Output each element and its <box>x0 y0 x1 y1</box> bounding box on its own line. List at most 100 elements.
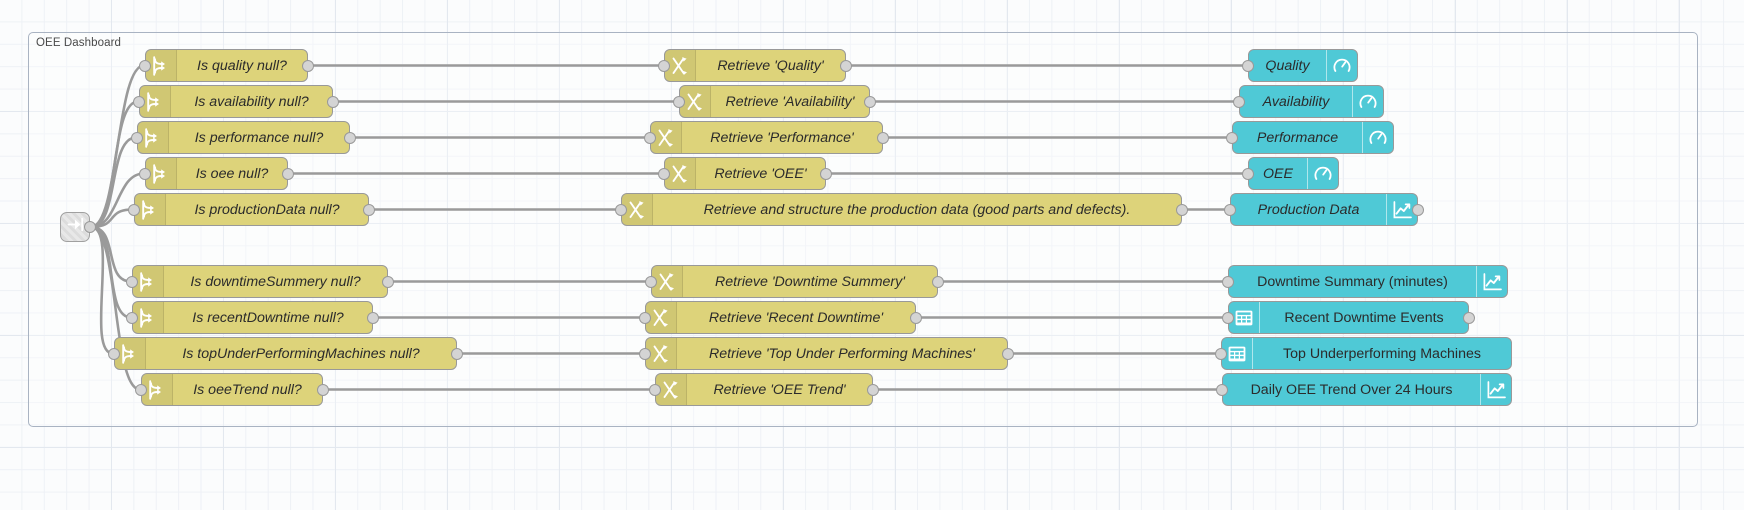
switch-node-oeeTrend[interactable]: Is oeeTrend null? <box>135 373 329 406</box>
ui-node-label-availability: Availability <box>1262 93 1330 110</box>
link-in-output-port[interactable] <box>84 221 96 233</box>
switch-node-input-port-oeeTrend[interactable] <box>135 383 147 396</box>
change-node-output-port-oeeTrend[interactable] <box>867 383 879 396</box>
switch-node-output-port-recentDowntime[interactable] <box>367 311 379 324</box>
change-node-productionData[interactable]: Retrieve and structure the production da… <box>615 193 1188 226</box>
switch-icon <box>133 266 164 297</box>
ui-node-input-port-productionData[interactable] <box>1224 203 1236 216</box>
switch-node-input-port-availability[interactable] <box>133 95 145 108</box>
switch-node-productionData[interactable]: Is productionData null? <box>128 193 375 226</box>
switch-icon <box>133 302 164 333</box>
change-node-input-port-performance[interactable] <box>644 131 656 144</box>
switch-node-topUnderPerformingMachines[interactable]: Is topUnderPerformingMachines null? <box>108 337 463 370</box>
change-node-output-port-productionData[interactable] <box>1176 203 1188 216</box>
change-node-input-port-oee[interactable] <box>658 167 670 180</box>
switch-node-recentDowntime[interactable]: Is recentDowntime null? <box>126 301 379 334</box>
switch-node-downtimeSummery[interactable]: Is downtimeSummery null? <box>126 265 394 298</box>
change-icon <box>656 374 687 405</box>
switch-node-oee[interactable]: Is oee null? <box>139 157 294 190</box>
ui-node-topUnderPerformingMachines[interactable]: Top Underperforming Machines <box>1215 337 1512 370</box>
switch-node-output-port-quality[interactable] <box>302 59 314 72</box>
change-node-output-port-downtimeSummery[interactable] <box>932 275 944 288</box>
change-node-output-port-performance[interactable] <box>877 131 889 144</box>
change-node-output-port-oee[interactable] <box>820 167 832 180</box>
switch-node-input-port-performance[interactable] <box>131 131 143 144</box>
change-node-input-port-quality[interactable] <box>658 59 670 72</box>
change-icon <box>646 338 677 369</box>
ui-node-input-port-oeeTrend[interactable] <box>1216 383 1228 396</box>
switch-icon <box>115 338 146 369</box>
change-node-recentDowntime[interactable]: Retrieve 'Recent Downtime' <box>639 301 922 334</box>
ui-node-recentDowntime[interactable]: Recent Downtime Events <box>1222 301 1475 334</box>
change-node-oee[interactable]: Retrieve 'OEE' <box>658 157 832 190</box>
switch-node-output-port-downtimeSummery[interactable] <box>382 275 394 288</box>
switch-node-input-port-topUnderPerformingMachines[interactable] <box>108 347 120 360</box>
switch-node-output-port-availability[interactable] <box>327 95 339 108</box>
ui-node-input-port-recentDowntime[interactable] <box>1222 311 1234 324</box>
switch-node-output-port-topUnderPerformingMachines[interactable] <box>451 347 463 360</box>
change-node-input-port-topUnderPerformingMachines[interactable] <box>639 347 651 360</box>
change-node-output-port-availability[interactable] <box>864 95 876 108</box>
table-icon <box>1222 338 1253 369</box>
change-node-input-port-downtimeSummery[interactable] <box>645 275 657 288</box>
switch-node-output-port-productionData[interactable] <box>363 203 375 216</box>
ui-node-availability[interactable]: Availability <box>1233 85 1384 118</box>
change-node-availability[interactable]: Retrieve 'Availability' <box>673 85 876 118</box>
switch-node-availability[interactable]: Is availability null? <box>133 85 339 118</box>
change-node-performance[interactable]: Retrieve 'Performance' <box>644 121 889 154</box>
ui-node-oee[interactable]: OEE <box>1242 157 1339 190</box>
chart-icon <box>1480 374 1511 405</box>
ui-node-input-port-oee[interactable] <box>1242 167 1254 180</box>
switch-icon <box>146 158 177 189</box>
switch-node-input-port-downtimeSummery[interactable] <box>126 275 138 288</box>
change-node-output-port-recentDowntime[interactable] <box>910 311 922 324</box>
link-in-node[interactable] <box>60 212 96 242</box>
switch-node-quality[interactable]: Is quality null? <box>139 49 314 82</box>
switch-node-input-port-productionData[interactable] <box>128 203 140 216</box>
change-icon <box>646 302 677 333</box>
ui-node-quality[interactable]: Quality <box>1242 49 1358 82</box>
switch-node-output-port-performance[interactable] <box>344 131 356 144</box>
link-in-icon <box>67 217 84 237</box>
change-node-topUnderPerformingMachines[interactable]: Retrieve 'Top Under Performing Machines' <box>639 337 1014 370</box>
ui-node-label-downtimeSummery: Downtime Summary (minutes) <box>1257 273 1448 290</box>
ui-node-input-port-performance[interactable] <box>1226 131 1238 144</box>
ui-node-label-quality: Quality <box>1265 57 1310 74</box>
gauge-icon <box>1362 122 1393 153</box>
ui-node-input-port-availability[interactable] <box>1233 95 1245 108</box>
table-icon <box>1229 302 1260 333</box>
ui-node-oeeTrend[interactable]: Daily OEE Trend Over 24 Hours <box>1216 373 1512 406</box>
change-node-quality[interactable]: Retrieve 'Quality' <box>658 49 852 82</box>
change-node-output-port-topUnderPerformingMachines[interactable] <box>1002 347 1014 360</box>
ui-node-input-port-topUnderPerformingMachines[interactable] <box>1215 347 1227 360</box>
change-node-input-port-productionData[interactable] <box>615 203 627 216</box>
change-node-downtimeSummery[interactable]: Retrieve 'Downtime Summery' <box>645 265 944 298</box>
chart-icon <box>1386 194 1417 225</box>
switch-node-label-topUnderPerformingMachines: Is topUnderPerformingMachines null? <box>182 345 420 362</box>
ui-node-output-port-recentDowntime[interactable] <box>1463 311 1475 324</box>
change-node-label-quality: Retrieve 'Quality' <box>717 57 824 74</box>
ui-node-downtimeSummery[interactable]: Downtime Summary (minutes) <box>1222 265 1508 298</box>
switch-node-label-performance: Is performance null? <box>194 129 324 146</box>
switch-node-output-port-oee[interactable] <box>282 167 294 180</box>
change-node-output-port-quality[interactable] <box>840 59 852 72</box>
switch-node-performance[interactable]: Is performance null? <box>131 121 356 154</box>
gauge-icon <box>1326 50 1357 81</box>
switch-node-output-port-oeeTrend[interactable] <box>317 383 329 396</box>
change-node-input-port-oeeTrend[interactable] <box>649 383 661 396</box>
switch-node-input-port-quality[interactable] <box>139 59 151 72</box>
switch-node-input-port-recentDowntime[interactable] <box>126 311 138 324</box>
ui-node-output-port-productionData[interactable] <box>1412 203 1424 216</box>
ui-node-label-oee: OEE <box>1263 165 1293 182</box>
switch-node-label-recentDowntime: Is recentDowntime null? <box>192 309 344 326</box>
ui-node-performance[interactable]: Performance <box>1226 121 1394 154</box>
change-node-input-port-availability[interactable] <box>673 95 685 108</box>
ui-node-input-port-downtimeSummery[interactable] <box>1222 275 1234 288</box>
change-node-input-port-recentDowntime[interactable] <box>639 311 651 324</box>
change-node-oeeTrend[interactable]: Retrieve 'OEE Trend' <box>649 373 879 406</box>
ui-node-input-port-quality[interactable] <box>1242 59 1254 72</box>
ui-node-productionData[interactable]: Production Data <box>1224 193 1424 226</box>
switch-node-input-port-oee[interactable] <box>139 167 151 180</box>
switch-node-label-oee: Is oee null? <box>195 165 269 182</box>
